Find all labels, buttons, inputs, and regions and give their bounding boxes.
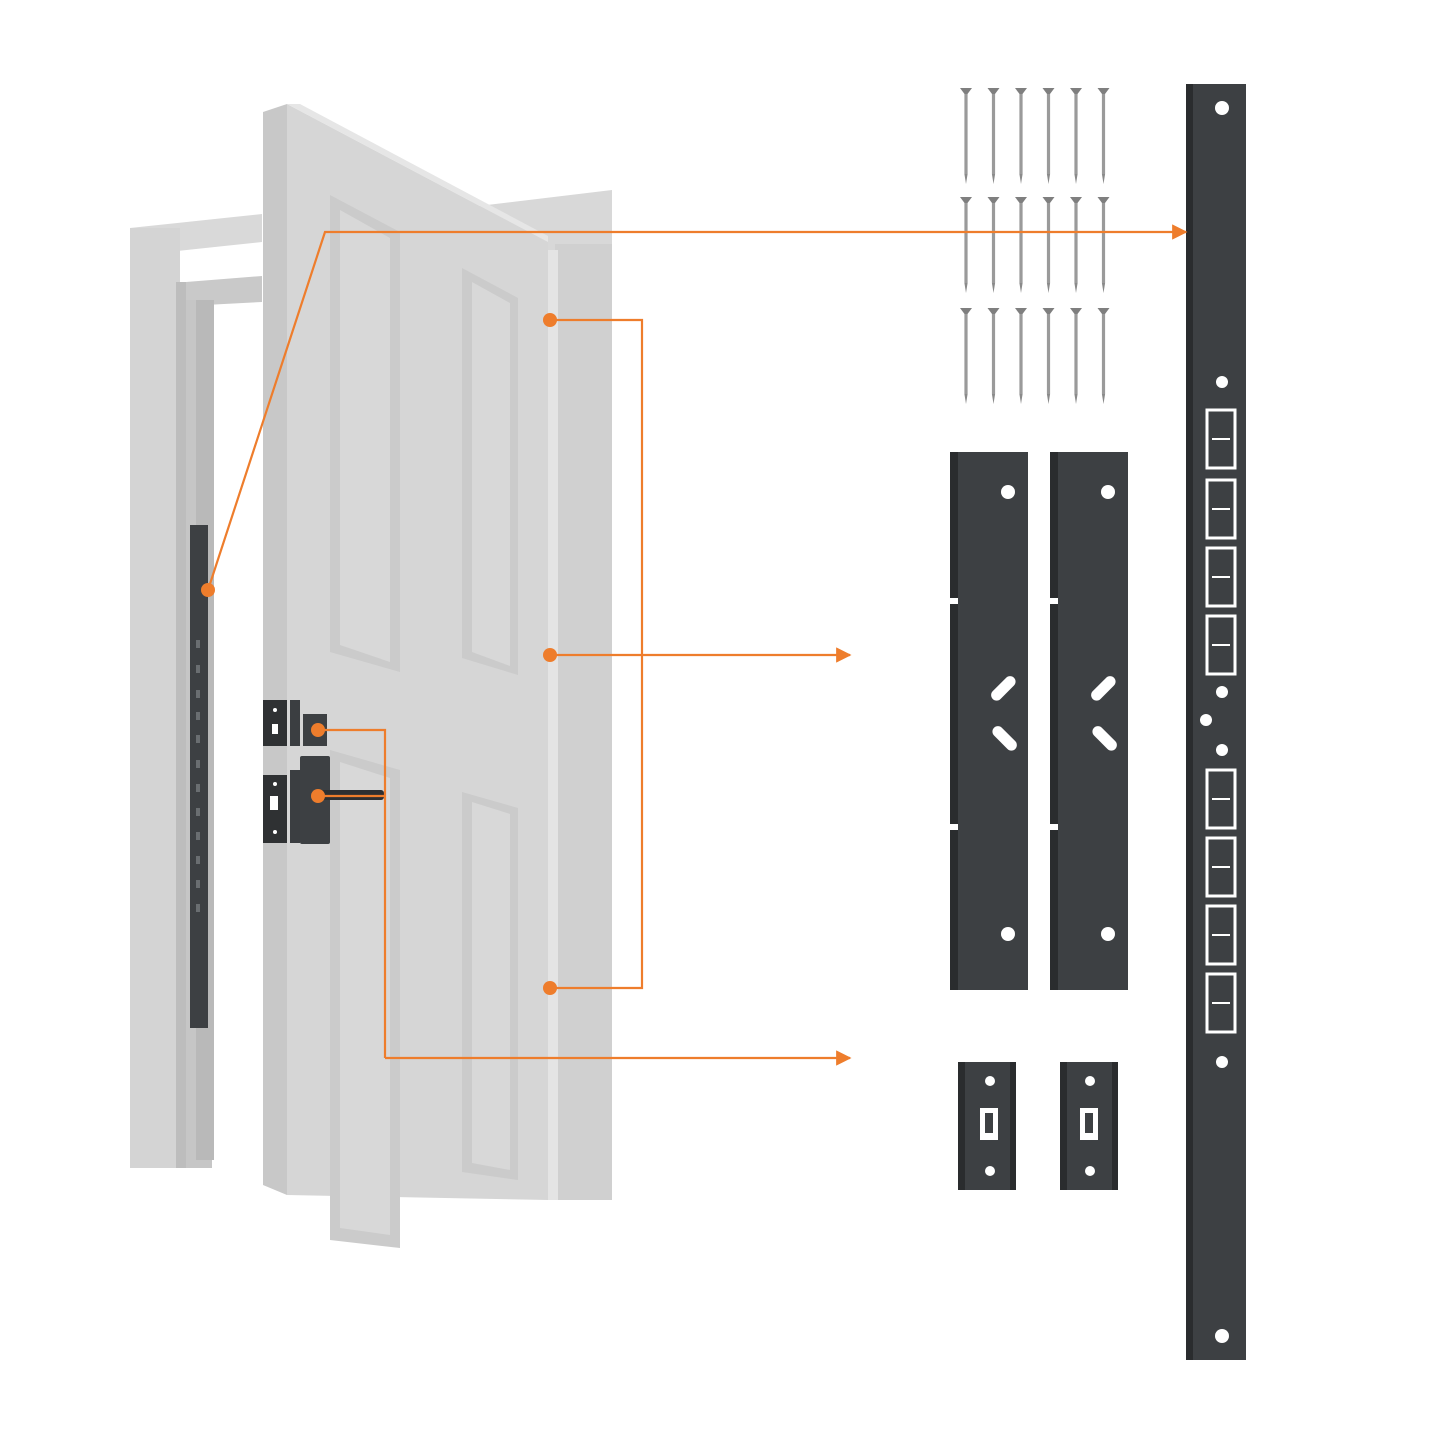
strike-slot	[1205, 972, 1237, 1034]
screw-icon	[1097, 308, 1110, 404]
callout-dot-frame	[201, 583, 215, 597]
screw-icon	[1070, 88, 1082, 184]
screw-icon	[987, 88, 1000, 184]
lock-strike-plate-icon	[958, 1062, 1118, 1190]
screw-icon	[1042, 88, 1055, 184]
mounted-strike-plate	[190, 525, 208, 1028]
callout-dot-hinge-top	[543, 313, 557, 327]
screw-icon	[1097, 88, 1110, 184]
screw-icon	[1015, 88, 1027, 184]
callout-dot-handle	[311, 789, 325, 803]
screw-icon	[987, 308, 1000, 404]
strike-plate-slots	[1205, 408, 1237, 1034]
lock-strike-plate-right	[1060, 1062, 1118, 1190]
screw-icon	[1070, 308, 1082, 404]
hinge-side-frame	[462, 190, 612, 1200]
screw-icon	[960, 88, 972, 184]
strike-slot	[1205, 836, 1237, 898]
long-strike-plate-icon	[1186, 84, 1246, 1360]
strike-slot	[1205, 546, 1237, 608]
screw-icon	[960, 308, 972, 404]
callout-lock-bracket	[320, 728, 387, 1058]
screw-icon	[987, 197, 1000, 293]
strike-slot	[1205, 904, 1237, 966]
screw-icon	[1015, 197, 1027, 293]
callout-dots	[201, 313, 557, 995]
callout-dot-hinge-middle	[543, 648, 557, 662]
callout-lines	[206, 224, 1188, 1066]
deadbolt-lock-icon	[263, 700, 327, 746]
strike-slot	[1205, 614, 1237, 676]
strike-slot	[1205, 478, 1237, 540]
screw-icon	[1015, 308, 1027, 404]
door-illustration	[263, 104, 548, 1248]
callout-dot-hinge-bottom	[543, 981, 557, 995]
screw-icon	[1042, 308, 1055, 404]
screw-icon	[1097, 197, 1110, 293]
door-frame-illustration	[130, 214, 262, 1168]
strike-slot	[1205, 408, 1237, 470]
hinge-plate-right	[1050, 452, 1128, 990]
callout-dot-deadbolt	[311, 723, 325, 737]
screw-icon	[1070, 197, 1082, 293]
strike-slot	[1205, 768, 1237, 830]
lock-strike-plate-left	[958, 1062, 1016, 1190]
screw-icon	[960, 197, 972, 293]
callout-frame-to-long-plate	[206, 224, 1188, 591]
hinge-plate-left	[950, 452, 1028, 990]
screw-icon	[1042, 197, 1055, 293]
hinge-reinforcement-plate-icon	[950, 452, 1128, 990]
screws-group	[960, 88, 1110, 404]
